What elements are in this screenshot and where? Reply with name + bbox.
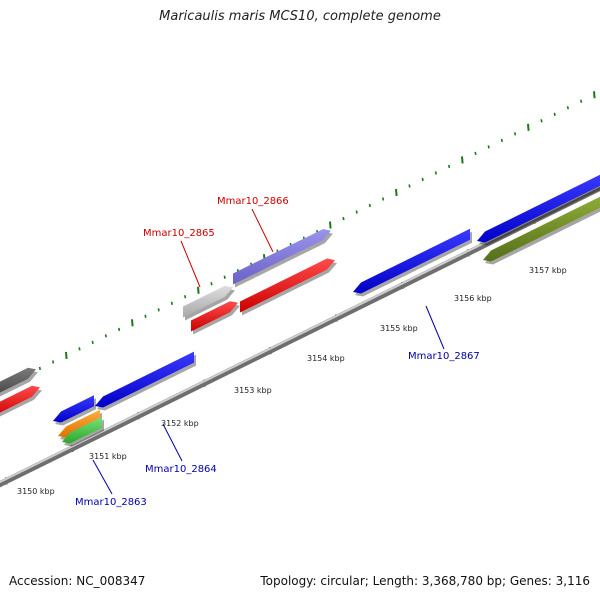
forward-tick-mark [197, 286, 200, 294]
gene-feature-forward[interactable] [233, 229, 331, 285]
forward-tick-mark [170, 301, 173, 305]
forward-tick-mark [210, 282, 213, 286]
forward-tick-mark [78, 347, 81, 351]
forward-tick-mark [421, 177, 424, 182]
scale-label: 3153 kbp [234, 386, 272, 395]
forward-tick-mark [91, 340, 94, 345]
scale-label: 3156 kbp [454, 294, 492, 303]
forward-tick-mark [329, 221, 332, 229]
forward-tick-mark [540, 119, 543, 123]
scale-label: 3154 kbp [307, 354, 345, 363]
forward-tick-mark [382, 197, 385, 201]
forward-tick-mark [500, 138, 503, 143]
forward-tick-track [0, 91, 596, 392]
forward-tick-mark [527, 123, 530, 131]
gene-feature-forward[interactable] [0, 385, 40, 418]
scale-label: 3155 kbp [380, 324, 418, 333]
forward-tick-mark [408, 184, 411, 188]
forward-tick-mark [593, 91, 596, 99]
gene-label[interactable]: Mmar10_2864 [145, 464, 217, 475]
forward-tick-mark [144, 314, 147, 318]
forward-tick-mark [223, 275, 226, 279]
forward-tick-mark [448, 164, 451, 169]
gene-feature-reverse[interactable] [353, 228, 470, 294]
forward-tick-mark [355, 210, 358, 214]
forward-tick-mark [368, 203, 371, 208]
gene-feature-reverse[interactable] [483, 194, 600, 262]
forward-tick-mark [157, 308, 160, 312]
forward-tick-mark [514, 132, 517, 136]
scale-label: 3150 kbp [17, 487, 55, 496]
forward-tick-mark [487, 145, 490, 149]
forward-tick-mark [395, 188, 398, 197]
gene-feature-reverse[interactable] [53, 395, 94, 423]
map-title: Maricaulis maris MCS10, complete genome [159, 9, 441, 24]
forward-tick-mark [580, 99, 583, 103]
forward-tick-mark [461, 156, 464, 164]
forward-tick-mark [553, 112, 556, 116]
scale-label: 3152 kbp [161, 419, 199, 428]
gene-feature-forward[interactable] [240, 258, 335, 313]
gene-label[interactable]: Mmar10_2867 [408, 351, 480, 362]
gene-label-leader [92, 459, 113, 495]
genome-backbone [0, 184, 600, 488]
gene-feature-reverse[interactable] [95, 351, 194, 408]
gene-label-leader [180, 240, 201, 288]
gene-label-leader [425, 305, 445, 350]
forward-tick-mark [65, 351, 68, 360]
scale-label: 3157 kbp [529, 266, 567, 275]
gene-feature-reverse[interactable] [58, 409, 100, 438]
forward-tick-mark [566, 106, 569, 110]
forward-tick-mark [184, 295, 187, 299]
gene-label[interactable]: Mmar10_2863 [75, 497, 147, 508]
gene-label[interactable]: Mmar10_2865 [143, 228, 215, 239]
gene-label[interactable]: Mmar10_2866 [217, 196, 289, 207]
gene-label-leader [251, 208, 274, 253]
gene-feature-forward[interactable] [191, 301, 238, 332]
forward-tick-mark [118, 327, 121, 332]
forward-tick-mark [52, 360, 55, 364]
gene-feature-forward[interactable] [0, 367, 36, 398]
gene-label-leader [162, 423, 183, 462]
gene-feature-forward[interactable] [183, 285, 233, 318]
topology-text: Topology: circular; Length: 3,368,780 bp… [260, 574, 590, 588]
scale-label: 3151 kbp [89, 452, 127, 461]
forward-tick-mark [38, 366, 41, 371]
forward-tick-mark [474, 151, 477, 156]
gene-feature-reverse[interactable] [62, 416, 102, 444]
accession-text: Accession: NC_008347 [9, 574, 146, 588]
forward-tick-mark [434, 171, 437, 175]
gene-feature-reverse[interactable] [477, 172, 600, 243]
forward-tick-mark [104, 334, 107, 338]
forward-tick-mark [342, 216, 345, 221]
forward-tick-mark [131, 319, 134, 327]
